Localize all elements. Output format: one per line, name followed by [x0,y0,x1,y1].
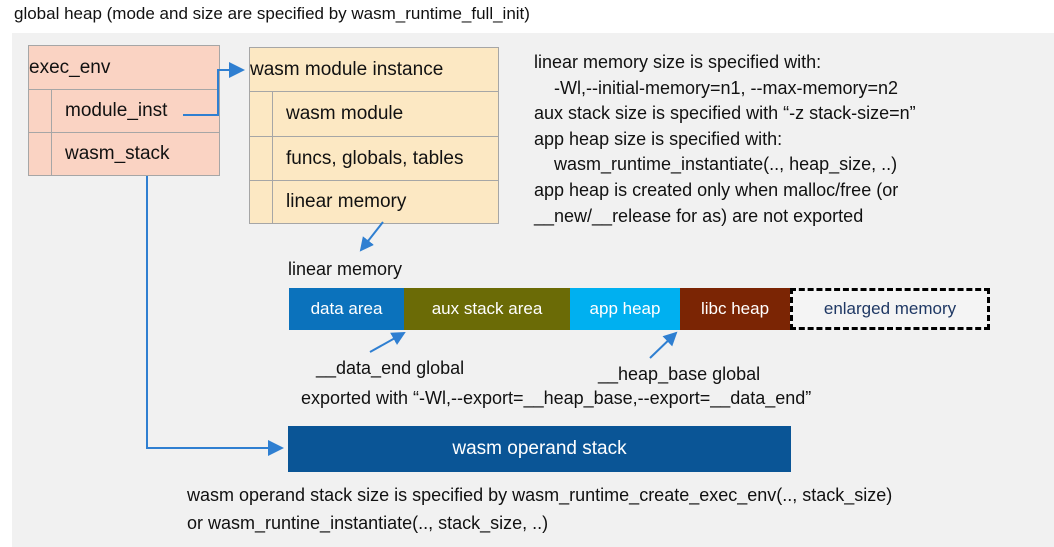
memory-segment-label: enlarged memory [823,299,957,318]
memory-segment-label: aux stack area [431,299,543,318]
module-instance-gutter [250,137,272,180]
operand-stack-note: wasm operand stack size is specified by … [187,485,893,533]
memory-segment-label: app heap [589,299,661,318]
module-instance-field-funcs: funcs, globals, tables [250,137,498,181]
exec-env-field-wasm-stack-label: wasm_stack [51,133,219,175]
annotation-heap-base: __heap_base global [598,364,761,384]
exec-env-box: exec_env module_inst wasm_stack [28,45,220,176]
memory-segment-aux-stack-area: aux stack area [404,288,570,330]
exec-env-header: exec_env [29,46,219,90]
exec-env-field-module-inst: module_inst [29,90,219,133]
module-instance-field-wasm-module-label: wasm module [272,92,498,136]
memory-segment-app-heap: app heap [570,288,680,330]
page-title: global heap (mode and size are specified… [14,4,530,23]
exec-env-gutter [29,90,51,132]
module-instance-field-wasm-module: wasm module [250,92,498,137]
module-instance-gutter [250,92,272,136]
module-instance-header-label: wasm module instance [250,58,444,80]
annotation-exported-with: exported with “-Wl,--export=__heap_base,… [301,388,812,408]
wasm-module-instance-box: wasm module instance wasm module funcs, … [249,47,499,224]
memory-segment-data-area: data area [289,288,404,330]
exec-env-field-wasm-stack: wasm_stack [29,133,219,175]
wasm-operand-stack-label: wasm operand stack [452,438,627,459]
module-instance-field-linear-memory-label: linear memory [272,181,498,223]
linear-memory-notes: linear memory size is specified with: -W… [534,52,916,226]
memory-segment-enlarged-memory: enlarged memory [790,288,990,330]
linear-memory-bar: data area aux stack area app heap libc heap… [289,288,990,330]
memory-segment-label: libc heap [700,299,770,318]
module-instance-gutter [250,181,272,223]
exec-env-gutter [29,133,51,175]
memory-segment-label: data area [310,299,383,318]
exec-env-field-module-inst-label: module_inst [51,90,219,132]
module-instance-field-linear-memory: linear memory [250,181,498,223]
exec-env-header-label: exec_env [29,56,111,78]
memory-segment-libc-heap: libc heap [680,288,790,330]
annotation-data-end: __data_end global [316,358,465,378]
linear-memory-bar-label: linear memory [288,259,403,279]
wasm-operand-stack-box: wasm operand stack [288,426,791,472]
module-instance-header: wasm module instance [250,48,498,92]
module-instance-field-funcs-label: funcs, globals, tables [272,137,498,180]
